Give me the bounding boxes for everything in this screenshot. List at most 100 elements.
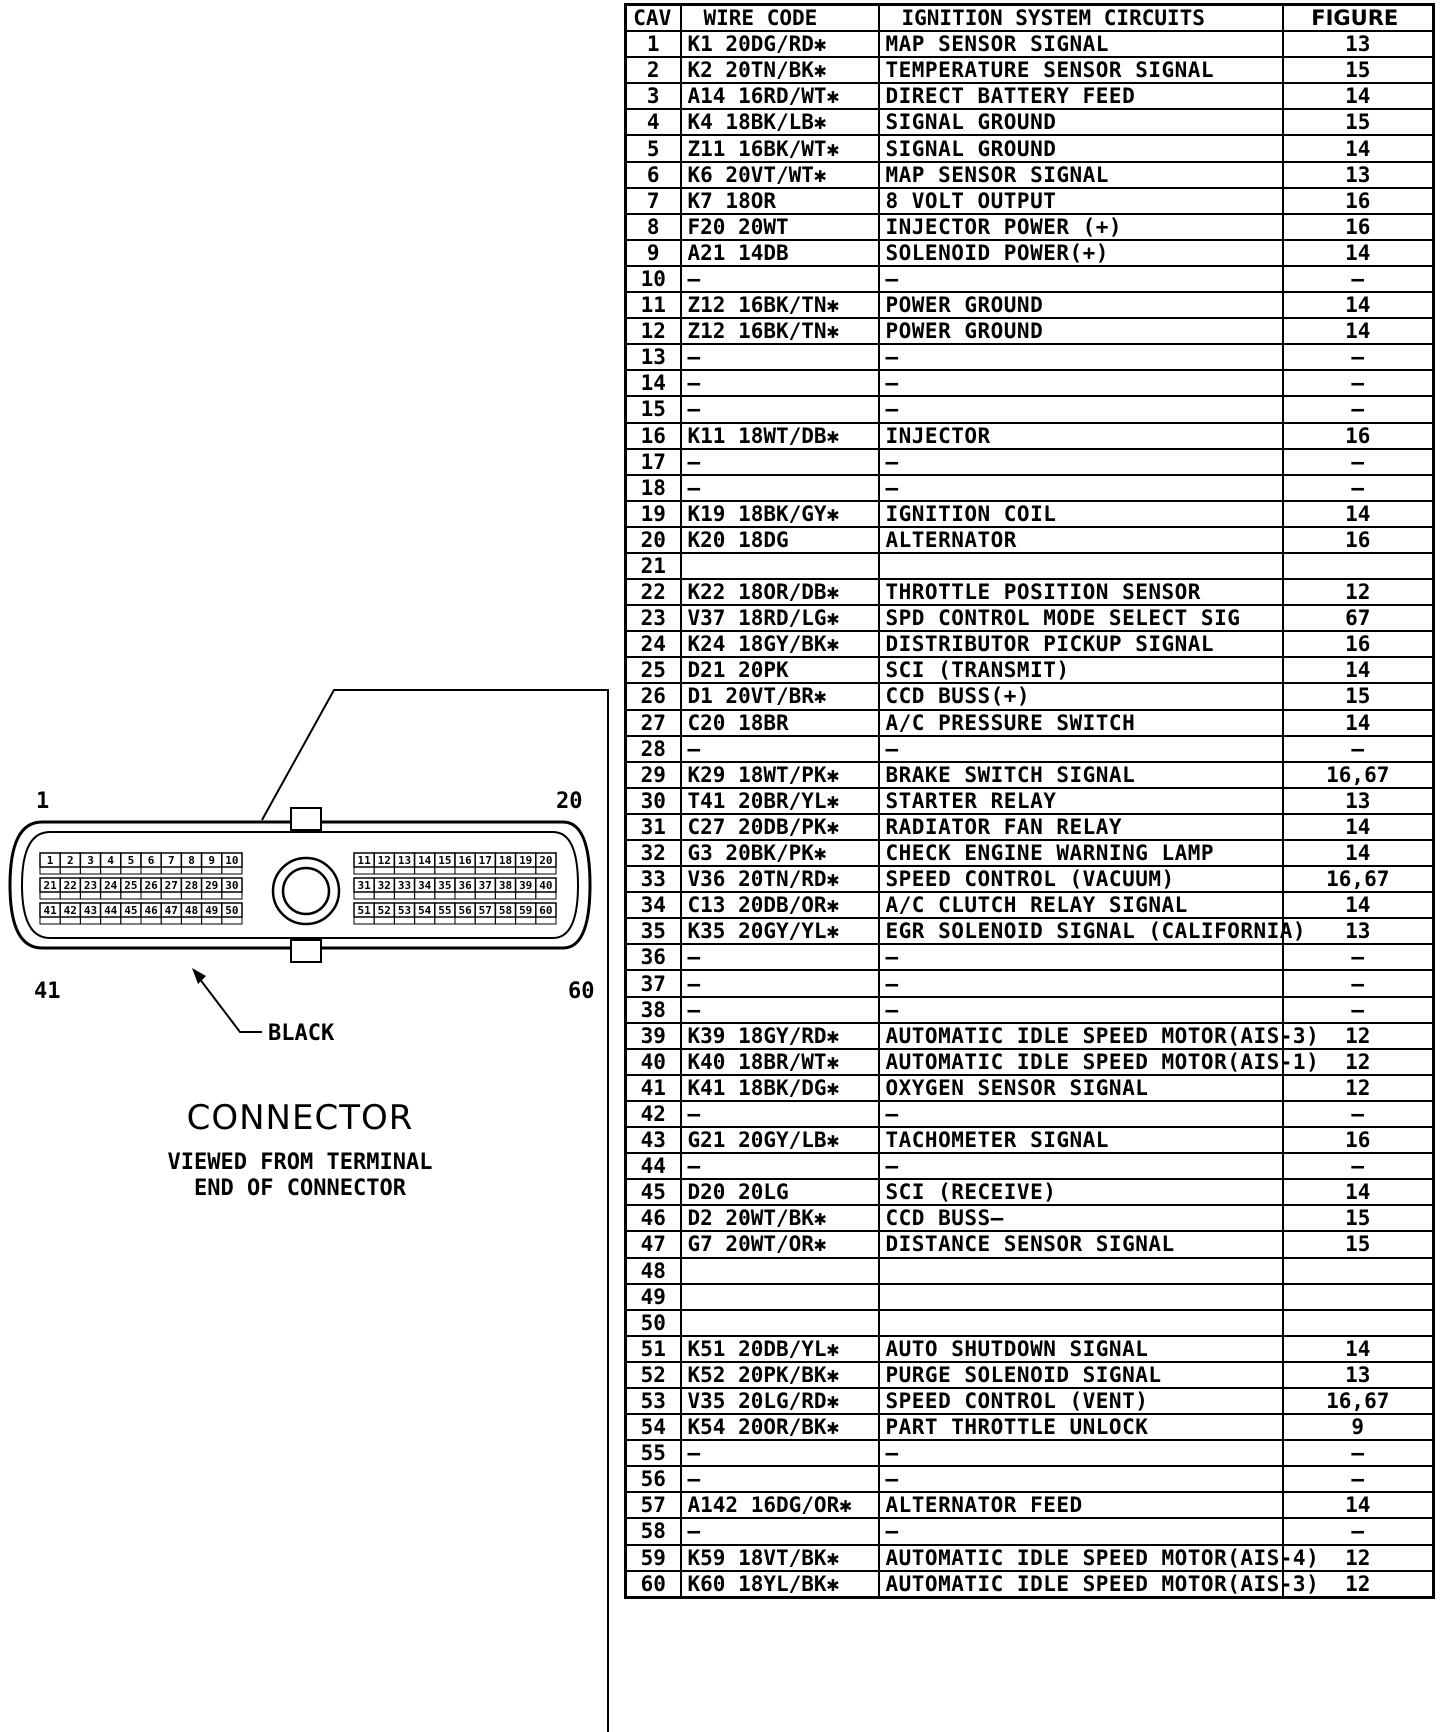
cell-wire-code: Z12 16BK/TN✱	[679, 291, 880, 320]
cell-circuit: —	[877, 1517, 1284, 1546]
cell-circuit: TACHOMETER SIGNAL	[877, 1126, 1284, 1155]
cell-wire-code: G3 20BK/PK✱	[679, 838, 880, 868]
cell-cav: 20	[624, 525, 682, 554]
cell-circuit: THROTTLE POSITION SENSOR	[877, 578, 1284, 607]
cell-figure: 12	[1281, 578, 1435, 607]
connector-cavity-latch	[120, 916, 142, 925]
cell-circuit: SPEED CONTROL (VENT)	[877, 1386, 1284, 1416]
connector-cavity-number: 3	[87, 854, 94, 867]
cell-circuit: AUTOMATIC IDLE SPEED MOTOR(AIS-4)	[877, 1543, 1319, 1572]
connector-cavity-number: 53	[398, 904, 411, 917]
color-pointer-arrow	[192, 968, 262, 1033]
connector-cavity-number: 10	[225, 854, 238, 867]
connector-cavity-number: 11	[357, 854, 371, 867]
connector-cavity-number: 59	[519, 904, 532, 917]
cell-figure: —	[1281, 1517, 1435, 1546]
cell-figure: 67	[1281, 604, 1435, 633]
connector-cavity-latch	[180, 891, 203, 900]
connector-cavity-latch	[100, 891, 122, 900]
connector-cavity-number: 16	[458, 854, 472, 867]
connector-cavity-latch	[515, 916, 537, 925]
cell-cav: 19	[624, 499, 682, 528]
connector-cavity-latch	[39, 866, 61, 875]
cell-wire-code: K35 20GY/YL✱	[679, 917, 880, 946]
cell-wire-code: T41 20BR/YL✱	[679, 786, 880, 815]
connector-cavity-latch	[474, 891, 496, 900]
connector-cavity-number: 4	[107, 854, 114, 867]
table-row: 37———	[624, 969, 1435, 998]
cell-figure: 14	[1281, 238, 1435, 267]
connector-cavity-number: 38	[499, 879, 512, 892]
cell-circuit: AUTO SHUTDOWN SIGNAL	[877, 1334, 1284, 1363]
connector-cavity-number: 51	[357, 904, 371, 917]
connector-cavity-latch	[414, 891, 436, 900]
cell-circuit: SIGNAL GROUND	[877, 134, 1284, 163]
cell-cav: 40	[624, 1047, 682, 1076]
cell-figure: 16	[1281, 421, 1435, 450]
table-row: 14———	[624, 369, 1435, 398]
cell-wire-code: Z11 16BK/WT✱	[679, 134, 880, 163]
connector-cavity-number: 24	[104, 879, 118, 892]
cell-wire-code: K11 18WT/DB✱	[679, 421, 880, 450]
table-row: 17———	[624, 447, 1435, 476]
cell-cav: 17	[624, 447, 682, 476]
cell-circuit: POWER GROUND	[877, 317, 1284, 346]
cell-figure: 16,67	[1281, 865, 1435, 894]
cell-cav: 21	[624, 551, 682, 581]
connector-cavity-number: 33	[398, 879, 411, 892]
cell-figure: —	[1281, 995, 1435, 1024]
cell-figure: 15	[1281, 108, 1435, 137]
cell-wire-code: K60 18YL/BK✱	[679, 1569, 880, 1599]
cell-cav: 12	[624, 317, 682, 346]
cell-cav: 47	[624, 1230, 682, 1259]
cell-figure: 12	[1281, 1073, 1435, 1102]
connector-cavity-latch	[160, 891, 182, 900]
cell-wire-code: C20 18BR	[679, 708, 880, 737]
cell-circuit: BRAKE SWITCH SIGNAL	[877, 760, 1284, 789]
cell-figure: 13	[1281, 917, 1435, 946]
cell-circuit: SCI (RECEIVE)	[877, 1178, 1284, 1207]
cell-figure: 14	[1281, 891, 1435, 920]
cell-wire-code: V36 20TN/RD✱	[679, 865, 880, 894]
cell-circuit: PART THROTTLE UNLOCK	[877, 1413, 1284, 1442]
cell-wire-code: K7 18OR	[679, 186, 880, 215]
cell-cav: 4	[624, 108, 682, 137]
connector-cavity-number: 27	[165, 879, 178, 892]
cell-circuit: ALTERNATOR FEED	[877, 1491, 1284, 1520]
cell-cav: 1	[624, 30, 682, 59]
cell-circuit: 8 VOLT OUTPUT	[877, 186, 1284, 215]
cell-figure: 12	[1281, 1569, 1435, 1599]
connector-cavity-latch	[120, 891, 142, 900]
cell-figure: —	[1281, 943, 1435, 972]
cell-cav: 46	[624, 1204, 682, 1233]
cell-circuit	[877, 1256, 1284, 1285]
connector-title: CONNECTOR	[186, 1098, 414, 1138]
cell-figure: 12	[1281, 1047, 1435, 1076]
connector-cavity-number: 40	[539, 879, 552, 892]
connector-cavity-number: 34	[418, 879, 432, 892]
cell-figure: —	[1281, 473, 1435, 502]
cell-figure: 14	[1281, 317, 1435, 346]
cell-circuit: SPEED CONTROL (VACUUM)	[877, 865, 1284, 894]
connector-cavity-number: 2	[67, 854, 74, 867]
cell-circuit: —	[877, 369, 1284, 398]
connector-cavity-latch	[535, 866, 557, 875]
cell-circuit: AUTOMATIC IDLE SPEED MOTOR(AIS-1)	[877, 1047, 1319, 1076]
cell-figure: 13	[1281, 30, 1435, 59]
cell-cav: 57	[624, 1491, 682, 1520]
cell-wire-code: K20 18DG	[679, 525, 880, 554]
connector-cavity-latch	[201, 866, 223, 875]
connector-cavity-number: 44	[104, 904, 118, 917]
cell-cav: 9	[624, 238, 682, 267]
connector-cavity-number: 54	[418, 904, 432, 917]
cell-cav: 11	[624, 291, 682, 320]
